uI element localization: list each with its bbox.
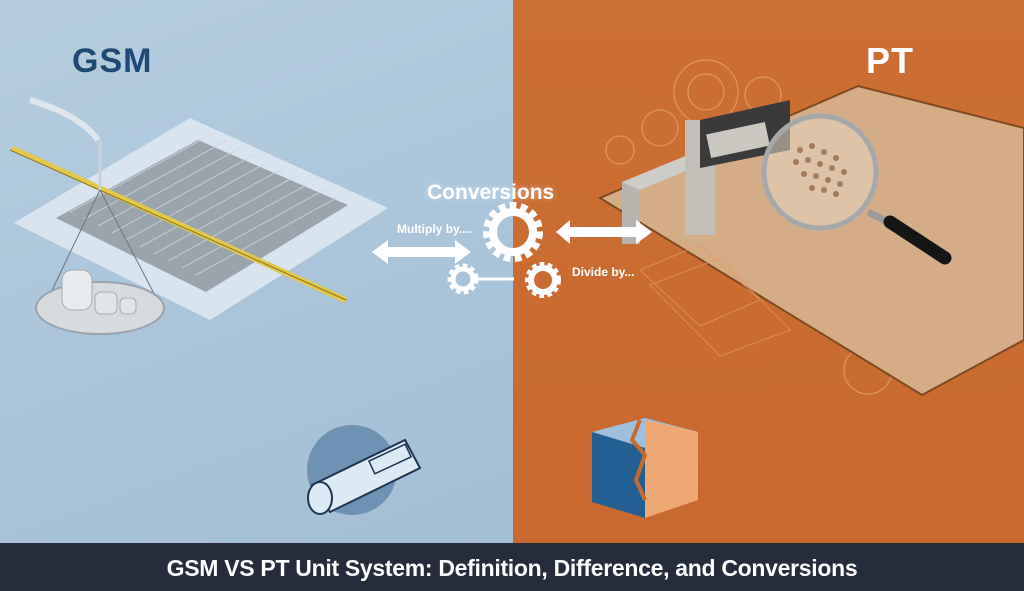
double-arrow-icon <box>372 220 652 281</box>
footer-banner: GSM VS PT Unit System: Definition, Diffe… <box>0 543 1024 591</box>
gear-icon <box>447 202 561 298</box>
conversions-title: Conversions <box>427 181 555 204</box>
multiply-label: Multiply by.... <box>397 222 473 236</box>
illustration <box>9 59 1024 518</box>
scale-icon <box>29 97 165 335</box>
caliper-icon <box>622 100 790 244</box>
divide-label: Divide by... <box>572 265 635 279</box>
magnifying-glass-icon <box>761 113 952 265</box>
rolled-paper-icon <box>307 425 422 515</box>
cracked-cube-icon <box>592 418 698 518</box>
gear-outline-icon <box>605 59 893 395</box>
footer-title: GSM VS PT Unit System: Definition, Diffe… <box>166 555 858 581</box>
gsm-heading: GSM <box>72 42 153 80</box>
measuring-tape-icon <box>9 146 348 303</box>
pt-heading: PT <box>866 40 915 81</box>
paper-sheet-icon <box>14 118 388 320</box>
